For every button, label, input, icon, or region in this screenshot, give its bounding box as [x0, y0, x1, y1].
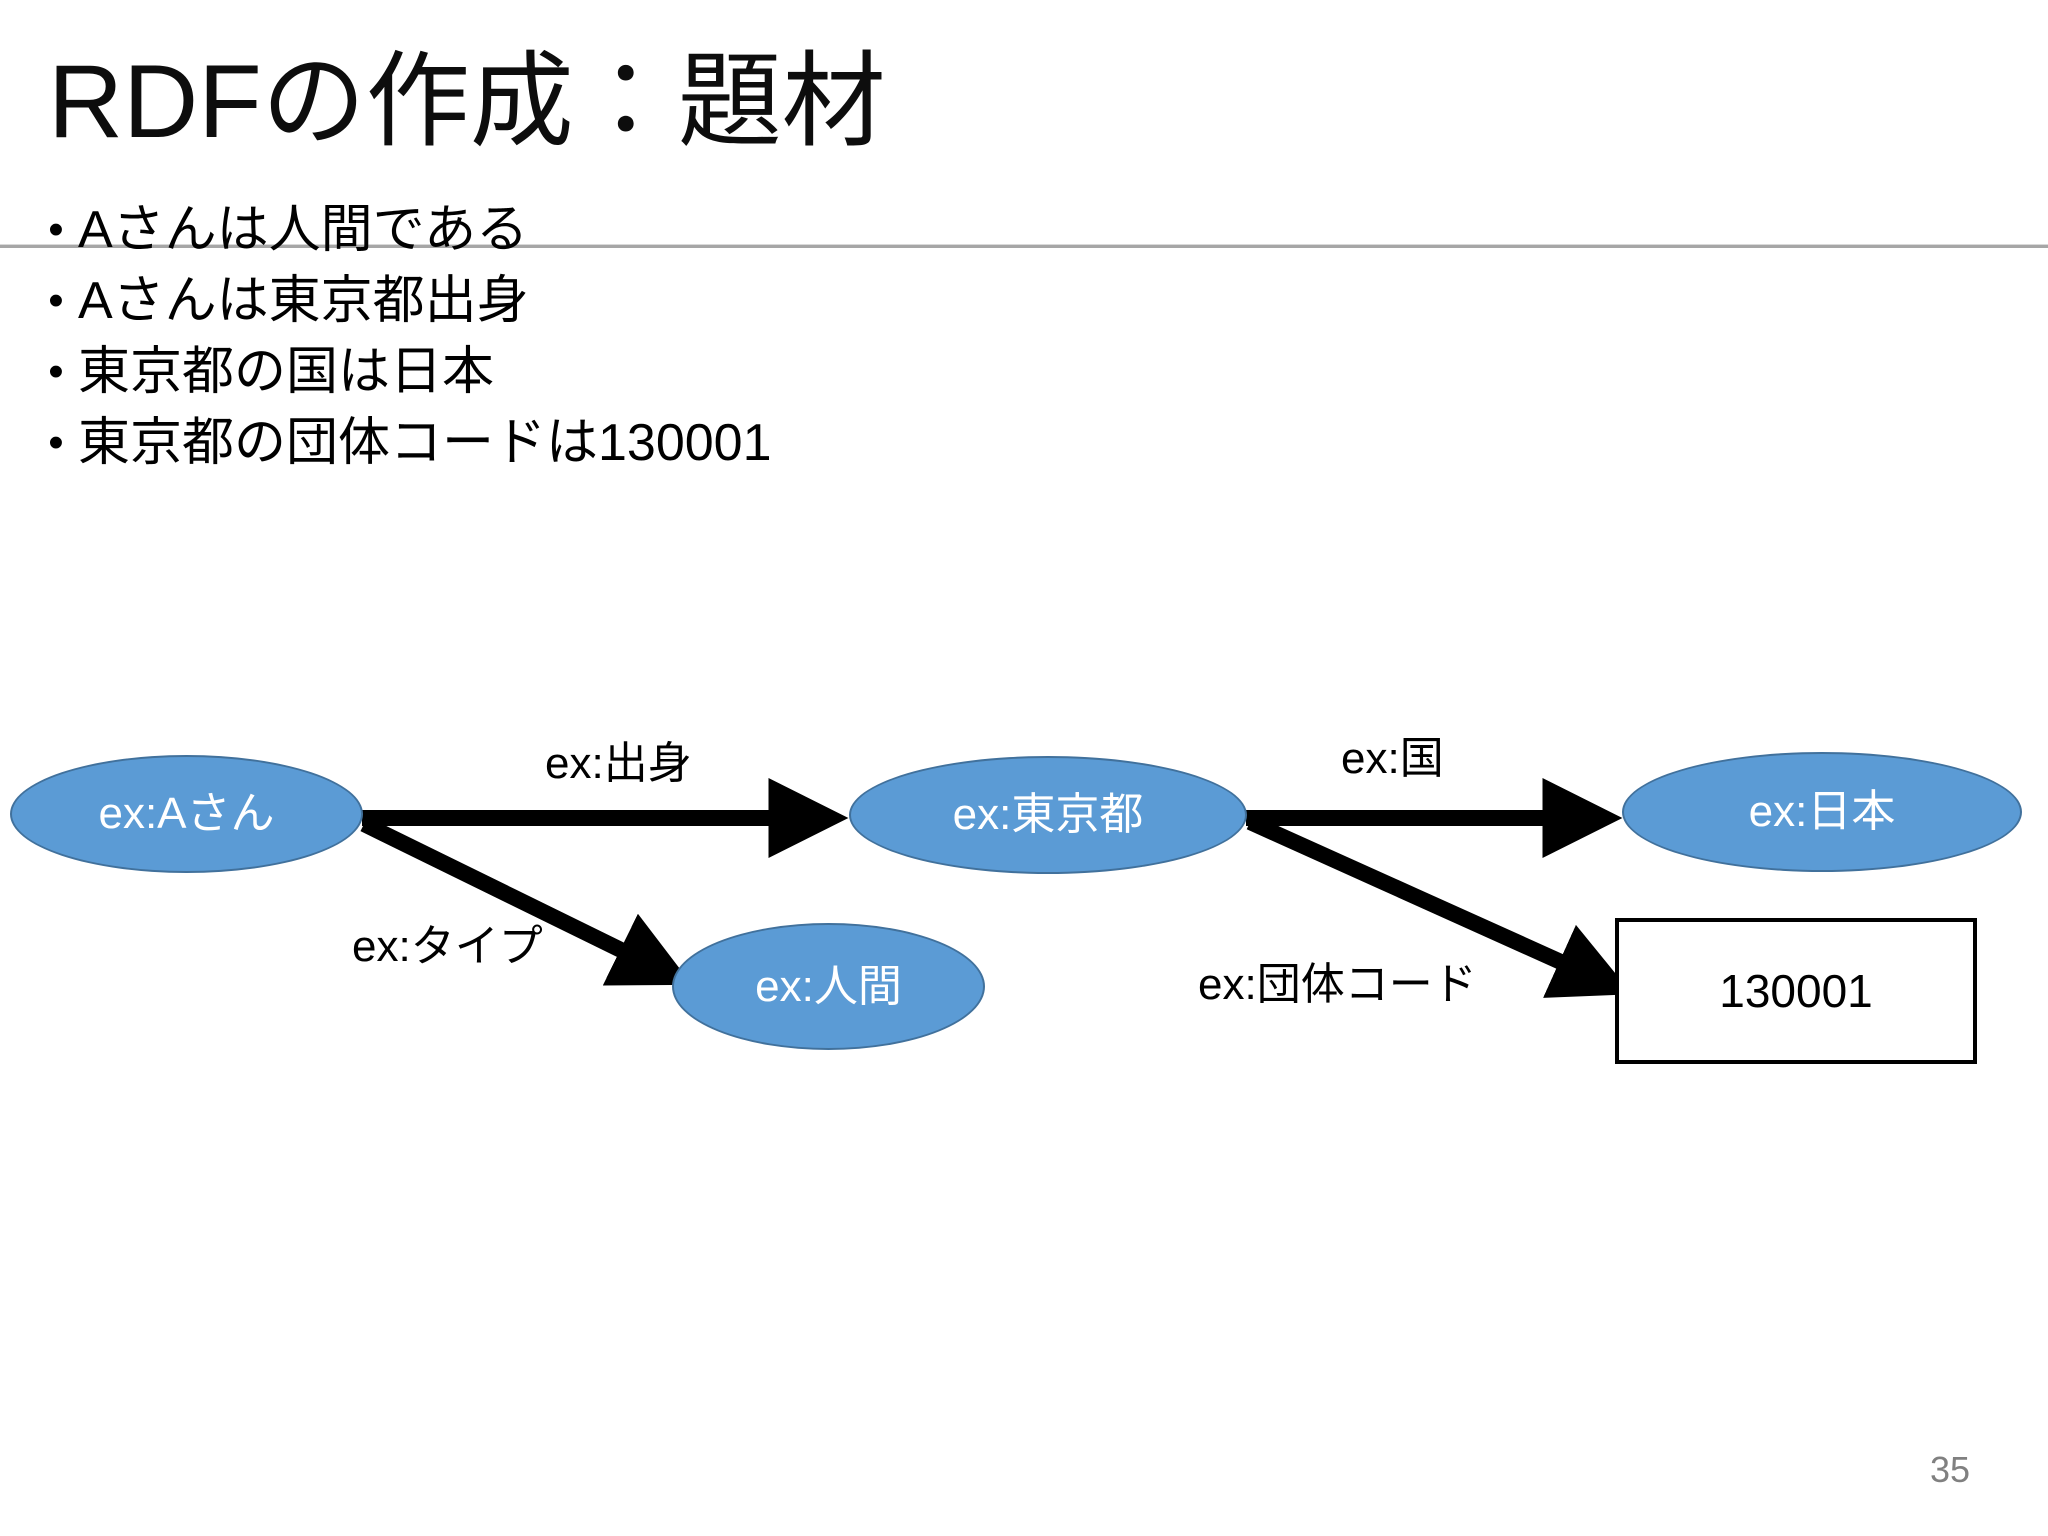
graph-node-japan[interactable]: ex:日本: [1622, 752, 2022, 872]
list-item: • 東京都の団体コードは130001: [34, 409, 1534, 477]
graph-node-a-san[interactable]: ex:Aさん: [10, 755, 363, 873]
page-title: RDFの作成：題材: [48, 44, 886, 160]
list-item: • Aさんは人間である: [34, 196, 1534, 264]
bullet-marker-icon: •: [48, 418, 64, 467]
bullet-marker-icon: •: [48, 205, 64, 254]
edge-label-type: ex:タイプ: [352, 922, 543, 971]
bullet-marker-icon: •: [48, 347, 64, 396]
title-divider: [0, 244, 2048, 248]
list-item-label: Aさんは人間である: [78, 201, 529, 259]
graph-node-literal-code[interactable]: 130001: [1615, 918, 1977, 1064]
graph-node-human[interactable]: ex:人間: [672, 923, 985, 1050]
edge-label-shussin: ex:出身: [545, 739, 692, 788]
bullet-marker-icon: •: [48, 276, 64, 325]
list-item-label: 東京都の団体コードは130001: [78, 414, 772, 472]
edge-label-kuni: ex:国: [1341, 734, 1444, 783]
bullet-list: • Aさんは人間である • Aさんは東京都出身 • 東京都の国は日本 • 東京都…: [34, 196, 1534, 480]
list-item-label: 東京都の国は日本: [78, 343, 495, 401]
list-item: • Aさんは東京都出身: [34, 267, 1534, 335]
edge-label-dantai-code: ex:団体コード: [1198, 960, 1477, 1009]
list-item-label: Aさんは東京都出身: [78, 272, 529, 330]
list-item: • 東京都の国は日本: [34, 338, 1534, 406]
page-number: 35: [1930, 1449, 1971, 1490]
graph-node-tokyo[interactable]: ex:東京都: [849, 756, 1247, 874]
